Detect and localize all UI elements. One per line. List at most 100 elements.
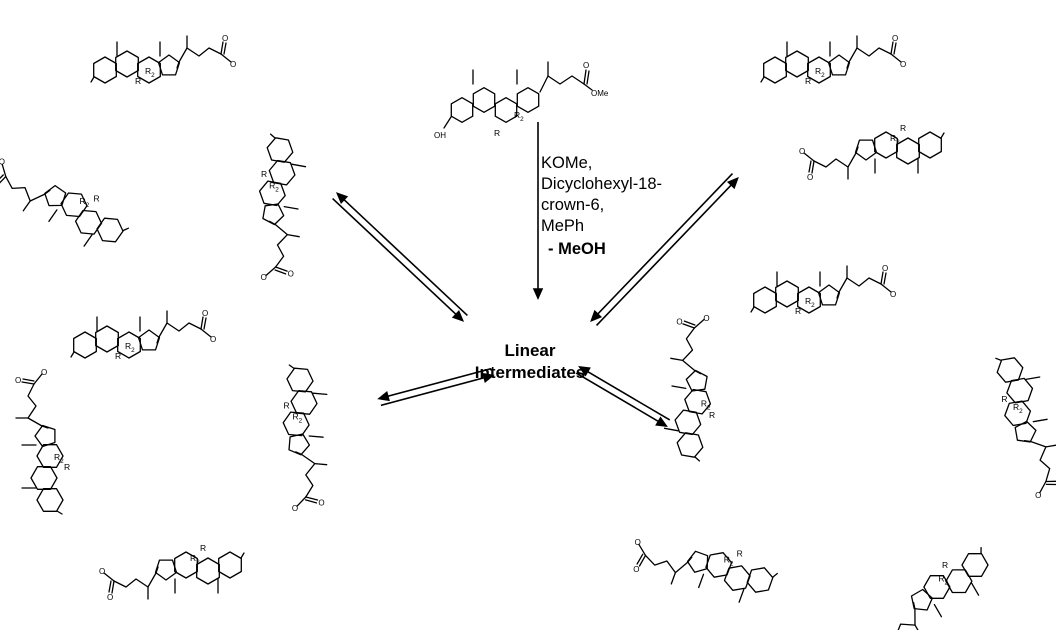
ester-oxygen: O xyxy=(0,157,5,166)
ring-bond xyxy=(137,56,161,84)
methyl-bond xyxy=(283,205,299,210)
carbonyl-bond xyxy=(203,317,207,330)
carbonyl-bond xyxy=(808,160,812,173)
ring-bond xyxy=(472,87,496,113)
carbonyl-bond xyxy=(883,272,887,285)
ring-bond xyxy=(961,553,989,577)
reagent-crown-ether-a: Dicyclohexyl-18- xyxy=(541,175,663,193)
methyl-bond xyxy=(312,392,328,396)
carbonyl-bond xyxy=(583,69,587,85)
ring-bond xyxy=(797,286,821,314)
bond-skeleton xyxy=(0,35,1056,630)
carbonyl-oxygen: O xyxy=(202,309,208,318)
ring-bond xyxy=(684,388,712,415)
eq-arrow-dimer-forward-head xyxy=(590,309,603,322)
carbonyl-bond xyxy=(811,160,815,174)
r2-group-label: R2 xyxy=(1013,402,1023,415)
carbonyl-bond xyxy=(638,554,647,567)
ester-bond xyxy=(1,163,7,178)
carbonyl-bond xyxy=(21,381,35,385)
methyl-bond xyxy=(83,233,93,247)
carbonyl-oxygen: O xyxy=(676,317,682,326)
ring-oxygen-bond xyxy=(240,552,245,559)
carbonyl-bond xyxy=(890,41,894,55)
side-chain-bond xyxy=(268,220,289,268)
ring-bond xyxy=(807,56,831,84)
ring-oxygen-bond xyxy=(995,357,1002,362)
r2-group-label: R2 xyxy=(269,181,279,194)
ring-bond xyxy=(674,409,702,436)
r-group-label: R xyxy=(805,76,811,86)
eq-arrow-tetramer-forward xyxy=(378,367,492,400)
ring-bond xyxy=(918,131,942,159)
ring-oxygen-bond xyxy=(70,351,75,358)
methyl-bond xyxy=(1045,444,1056,448)
side-chain-bond xyxy=(5,175,51,202)
eq-arrow-trimer-reverse xyxy=(336,192,468,317)
ring-bond xyxy=(258,180,286,207)
carbonyl-bond xyxy=(200,316,204,330)
ring-bond xyxy=(996,357,1024,383)
methyl-bond xyxy=(308,435,324,438)
ring-bond xyxy=(196,557,220,585)
ester-bond xyxy=(103,572,115,582)
ring-bond xyxy=(174,551,198,579)
ester-bond xyxy=(200,328,212,338)
methyl-bond xyxy=(314,462,328,466)
ester-bond xyxy=(880,283,892,293)
ring-bond xyxy=(60,192,88,218)
ring-bond xyxy=(218,551,242,579)
ring-bond xyxy=(945,569,973,594)
ring-oxygen-bond xyxy=(269,133,276,139)
ring-bond xyxy=(137,329,161,351)
eq-arrow-tetramer-forward-head xyxy=(377,391,390,402)
ring-bond xyxy=(157,54,181,76)
carbonyl-oxygen: O xyxy=(583,61,589,70)
side-chain-bond xyxy=(176,47,222,69)
eq-arrow-trimer-forward-head xyxy=(451,310,465,322)
ester-bond xyxy=(890,53,902,63)
carbonyl-bond xyxy=(636,553,644,565)
ester-oxygen: O xyxy=(635,538,641,547)
ring-bond xyxy=(44,184,67,207)
carbonyl-bond xyxy=(22,378,35,382)
ring-bond xyxy=(36,488,64,512)
side-chain-bond xyxy=(156,322,202,344)
reagent-crown-ether-b: crown-6, xyxy=(541,196,605,214)
ring-bond xyxy=(262,203,285,226)
r2-group-label: R2 xyxy=(701,398,711,411)
ester-bond xyxy=(638,543,647,557)
ring-bond xyxy=(854,139,878,161)
side-chain-bond xyxy=(846,47,892,69)
r-group-label: R xyxy=(942,560,948,570)
ester-bond xyxy=(33,373,43,385)
r-group-label: R xyxy=(135,76,141,86)
ring-oxygen-bond xyxy=(694,456,701,462)
ring-oxygen-bond xyxy=(56,510,63,515)
methoxy-label: OMe xyxy=(591,89,609,98)
methyl-bond xyxy=(291,163,307,168)
reagent-byproduct: - MeOH xyxy=(548,240,606,258)
ring-bond xyxy=(686,550,709,573)
r2-group-label: R2 xyxy=(145,66,155,79)
methyl-bond xyxy=(970,582,980,596)
ring-bond xyxy=(516,87,540,113)
ester-bond xyxy=(265,266,277,277)
r2-group-label: R2 xyxy=(125,341,135,354)
methyl-bond xyxy=(1025,376,1041,381)
eq-arrow-tetramer-reverse xyxy=(380,374,494,407)
ring-bond xyxy=(923,575,951,599)
ester-oxygen: O xyxy=(261,273,267,282)
r2-group-label: R2 xyxy=(724,555,734,568)
eq-arrow-trimer-reverse-head xyxy=(335,192,349,204)
ring-bond xyxy=(117,331,141,359)
carbonyl-bond xyxy=(108,580,112,593)
methyl-bond xyxy=(738,588,745,603)
ring-bond xyxy=(115,50,139,78)
ring-oxygen-bond xyxy=(288,364,295,370)
ring-bond xyxy=(685,369,708,392)
ester-oxygen: O xyxy=(703,314,709,323)
center-label-line1: Linear xyxy=(504,341,556,360)
ring-bond xyxy=(827,54,851,76)
methyl-bond xyxy=(670,571,677,585)
